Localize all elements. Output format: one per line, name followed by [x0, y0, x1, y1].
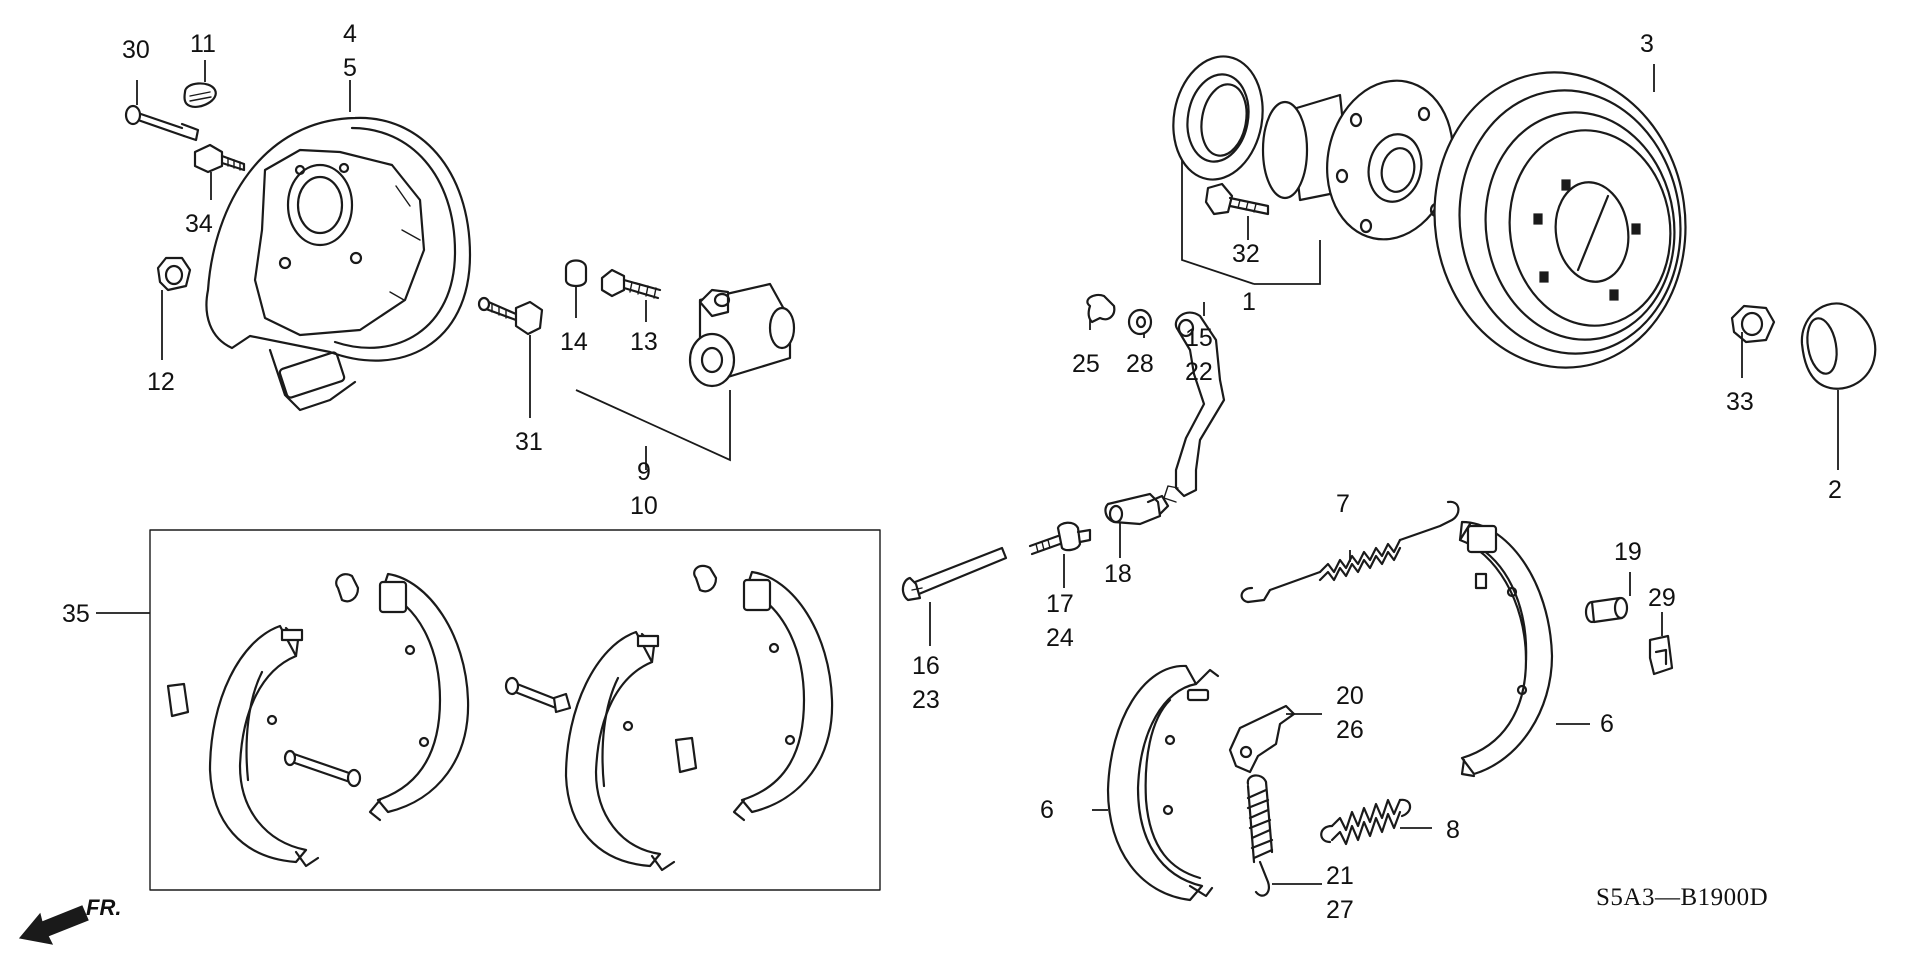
- clip-25: [1086, 293, 1116, 324]
- hub-seal: [1172, 55, 1264, 181]
- callout-7: 7: [1336, 490, 1350, 518]
- callout-29: 29: [1648, 584, 1676, 612]
- return-spring-7: [1240, 500, 1460, 604]
- brake-shoe-right-6: [1458, 520, 1554, 778]
- callout-31: 31: [515, 428, 543, 456]
- brake-shoe-left-6: [1106, 664, 1220, 902]
- front-label: FR.: [86, 895, 121, 920]
- callout-20: 20: [1336, 682, 1364, 710]
- bleeder-screw-13: [600, 268, 662, 300]
- callout-22: 22: [1185, 358, 1213, 386]
- callout-33: 33: [1726, 388, 1754, 416]
- bolt-30: [124, 104, 200, 142]
- parking-lever: [1163, 311, 1226, 503]
- callout-26: 26: [1336, 716, 1364, 744]
- callout-14: 14: [560, 328, 588, 356]
- shoe-set-shoe-4: [732, 570, 834, 822]
- shoe-set-pin-b: [504, 676, 572, 714]
- callout-23: 23: [912, 686, 940, 714]
- shoe-set-shoe-3: [564, 630, 676, 872]
- bleeder-cap-14: [564, 259, 588, 288]
- shoe-set-box-35: [96, 529, 881, 891]
- front-arrow-icon: [18, 905, 89, 945]
- callout-5: 5: [343, 54, 357, 82]
- callout-30: 30: [122, 36, 150, 64]
- callout-28: 28: [1126, 350, 1154, 378]
- callout-9: 9: [637, 458, 651, 486]
- drawing-code: S5A3—B1900D: [1596, 884, 1768, 911]
- hub-cap-2: [1800, 302, 1877, 390]
- adjusting-spring-8: [1320, 798, 1412, 846]
- bolt-34: [193, 143, 246, 174]
- grommet-11: [183, 82, 217, 108]
- callout-34: 34: [185, 210, 213, 238]
- callout-10: 10: [630, 492, 658, 520]
- adjuster-rod: [901, 546, 1008, 602]
- pin-19: [1584, 596, 1629, 624]
- spring-21: [1246, 774, 1274, 897]
- shoe-set-clip-a: [335, 573, 360, 603]
- callout-labels: 30 11 4 5 34 12 31 14 13 9 10 35 32 1 3 …: [62, 20, 1842, 924]
- adjuster-socket: [1104, 492, 1170, 526]
- hub-bolt-32: [1204, 182, 1270, 216]
- callout-2: 2: [1828, 476, 1842, 504]
- brake-drum: [1433, 71, 1687, 369]
- shoe-set-shoe-1: [208, 624, 320, 868]
- wheel-cylinder: [688, 282, 796, 388]
- shoe-set-shoe-2: [368, 572, 470, 822]
- callout-15: 15: [1185, 324, 1213, 352]
- leader-lines: [136, 60, 1839, 885]
- callout-4: 4: [343, 20, 357, 48]
- shoe-set-retainer-a: [166, 682, 190, 718]
- callout-27: 27: [1326, 896, 1354, 924]
- callout-17: 17: [1046, 590, 1074, 618]
- adjuster-bolt: [1028, 521, 1092, 556]
- callout-35: 35: [62, 600, 90, 628]
- shoe-set-clip-b: [693, 564, 718, 593]
- front-direction-indicator: FR.: [18, 895, 121, 945]
- shoe-set-retainer-b: [674, 736, 698, 774]
- callout-19: 19: [1614, 538, 1642, 566]
- callout-24: 24: [1046, 624, 1074, 652]
- callout-18: 18: [1104, 560, 1132, 588]
- callout-8: 8: [1446, 816, 1460, 844]
- bolt-31: [477, 296, 544, 336]
- lever-20: [1228, 704, 1296, 774]
- callout-6-left: 6: [1040, 796, 1054, 824]
- callout-13: 13: [630, 328, 658, 356]
- callout-11: 11: [190, 30, 216, 58]
- callout-12: 12: [147, 368, 175, 396]
- callout-16: 16: [912, 652, 940, 680]
- shoe-set-pin-a: [283, 749, 362, 788]
- callout-3: 3: [1640, 30, 1654, 58]
- nut-12: [156, 256, 192, 292]
- callout-6-right: 6: [1600, 710, 1614, 738]
- backing-plate: [205, 116, 472, 412]
- washer-28: [1127, 308, 1153, 336]
- hub-bearing-unit: [1261, 79, 1454, 241]
- retainer-clip-29: [1648, 634, 1674, 676]
- callout-25: 25: [1072, 350, 1100, 378]
- callout-21: 21: [1326, 862, 1354, 890]
- callout-1: 1: [1242, 288, 1256, 316]
- hub-nut-33: [1730, 304, 1776, 344]
- callout-32: 32: [1232, 240, 1260, 268]
